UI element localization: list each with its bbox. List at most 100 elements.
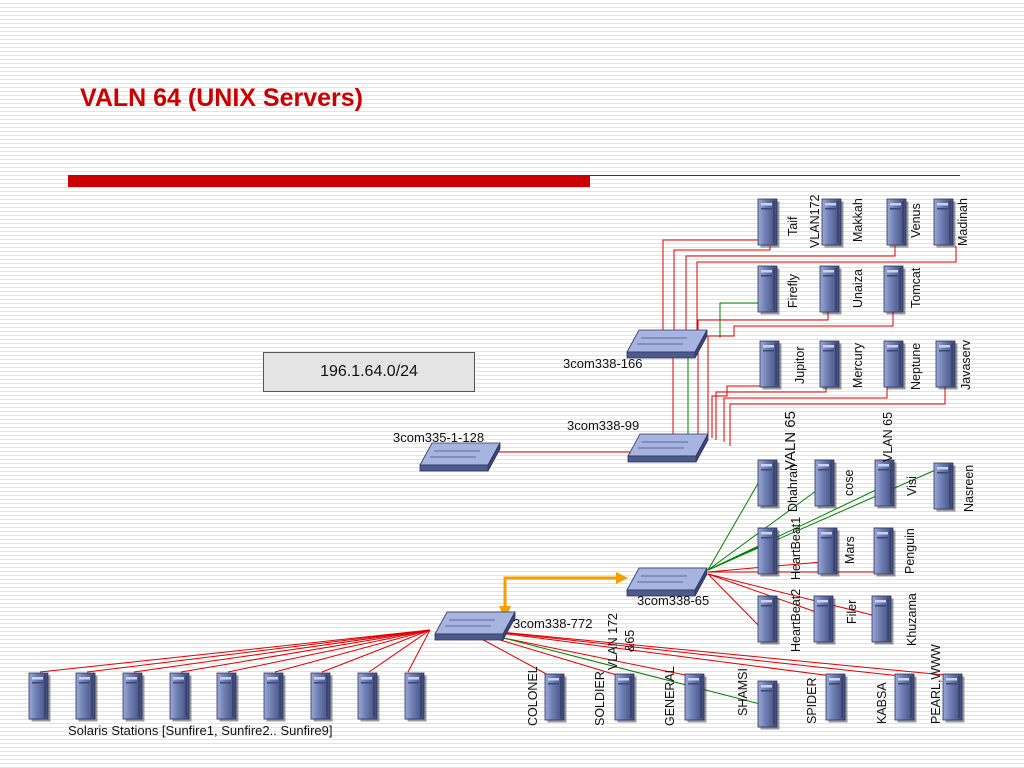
arrow-to-65 [616,572,628,584]
server-pearl-icon [942,673,965,723]
server-heartbeat1-icon [757,527,780,577]
link-65-nasreen [707,467,941,571]
label-soldier-vlan2: &65 [623,630,637,652]
link-65-visi [707,487,881,571]
server-madinah-icon [933,198,956,248]
server-makkah-icon [821,198,844,248]
label-soldier-vlan: VLAN 172 [606,613,620,670]
link-772-sunfire1 [39,629,431,673]
label-venus: Venus [909,203,923,238]
link-166-taif [662,239,760,334]
server-sunfire6-icon [263,672,286,722]
label-nasreen: Nasreen [962,465,976,512]
link-166-madinah [696,246,957,336]
switch-99-icon [627,433,709,463]
label-visi-vlan: VLAN 65 [881,412,895,462]
server-cose-icon [814,459,837,509]
server-nasreen-icon [933,462,956,512]
link-99-unaiza [697,312,829,436]
link-65-dhahran [707,479,761,571]
server-colonel-icon [544,673,567,723]
server-sunfire2-icon [75,672,98,722]
label-dhahran: Dhahran [786,464,800,512]
link-772-spider [491,631,833,677]
server-mars-icon [817,527,840,577]
label-kabsa: KABSA [875,682,889,724]
link-772-65-orange [503,576,620,612]
server-tomcat-icon [883,265,906,315]
subnet-label-box: 196.1.64.0/24 [263,352,475,392]
link-99-mercury [715,386,827,440]
title-underline-line [590,175,960,176]
label-madinah: Madinah [956,198,970,246]
links [39,239,957,707]
switch-128-icon [419,442,501,472]
server-kabsa-icon [894,673,917,723]
server-javaserv-icon [935,340,958,390]
label-cose: cose [842,470,856,496]
server-penguin-icon [873,527,896,577]
label-pearl: PEARL,WWW [929,644,943,724]
server-sunfire9-icon [404,672,427,722]
switch-65-icon [626,567,708,597]
link-772-shamsi [487,633,769,707]
link-772-soldier [479,633,621,677]
label-jupitor: Jupitor [793,346,807,384]
solaris-stations-label: Solaris Stations [Sunfire1, Sunfire2.. S… [68,723,332,738]
server-sunfire5-icon [216,672,239,722]
link-65-heartbeat2 [707,573,764,631]
switch-166-label: 3com338-166 [563,356,643,371]
label-mars: Mars [843,536,857,564]
label-javaserv: Javaserv [959,339,973,390]
server-taif-icon [757,198,780,248]
link-99-jupitor [711,385,763,438]
server-sunfire7-icon [310,672,333,722]
switch-772-icon [434,611,516,641]
server-khuzama-icon [871,595,894,645]
label-heartbeat1: HeartBeat1 [789,517,803,580]
server-heartbeat2-icon [757,595,780,645]
server-shamsi-icon [757,680,780,730]
server-unaiza-icon [819,265,842,315]
server-general-icon [684,673,707,723]
link-166-makkah [685,246,896,334]
server-sunfire4-icon [169,672,192,722]
label-vlan172: VLAN172 [808,194,822,248]
link-772-pearl [499,631,956,677]
label-unaiza: Unaiza [851,269,865,308]
label-spider: SPIDER [805,677,819,724]
server-visi-icon [874,459,897,509]
link-65-filer [707,573,817,613]
label-penguin: Penguin [903,528,917,574]
label-makkah: Makkah [851,198,865,242]
label-firefly: Firefly [786,273,800,308]
link-99-tomcat [707,312,894,436]
switch-128-label: 3com335-1-128 [393,430,484,445]
label-vlan65-group: VALN 65 [782,411,799,470]
switch-166-icon [626,329,708,359]
server-firefly-icon [757,265,780,315]
label-neptune: Neptune [909,343,923,390]
label-mercury: Mercury [851,342,865,388]
server-dhahran-icon [757,459,780,509]
server-sunfire3-icon [122,672,145,722]
link-99-neptune [723,386,888,442]
label-heartbeat2: HeartBeat2 [789,589,803,652]
label-soldier: SOLDIER [593,671,607,726]
link-772-sunfire7 [321,629,431,673]
server-mercury-icon [819,340,842,390]
server-filer-icon [813,595,836,645]
switch-65-label: 3com338-65 [637,593,709,608]
label-colonel: COLONEL [526,666,540,726]
label-khuzama: Khuzama [905,593,919,646]
link-166-vlan172 [673,246,771,334]
link-772-sunfire9 [407,629,431,673]
link-772-sunfire5 [227,629,431,673]
link-772-sunfire4 [180,629,431,673]
link-772-kabsa [495,631,901,677]
server-neptune-icon [883,340,906,390]
server-soldier-icon [614,673,637,723]
link-166-firefly [719,302,765,338]
label-tomcat: Tomcat [909,267,923,308]
